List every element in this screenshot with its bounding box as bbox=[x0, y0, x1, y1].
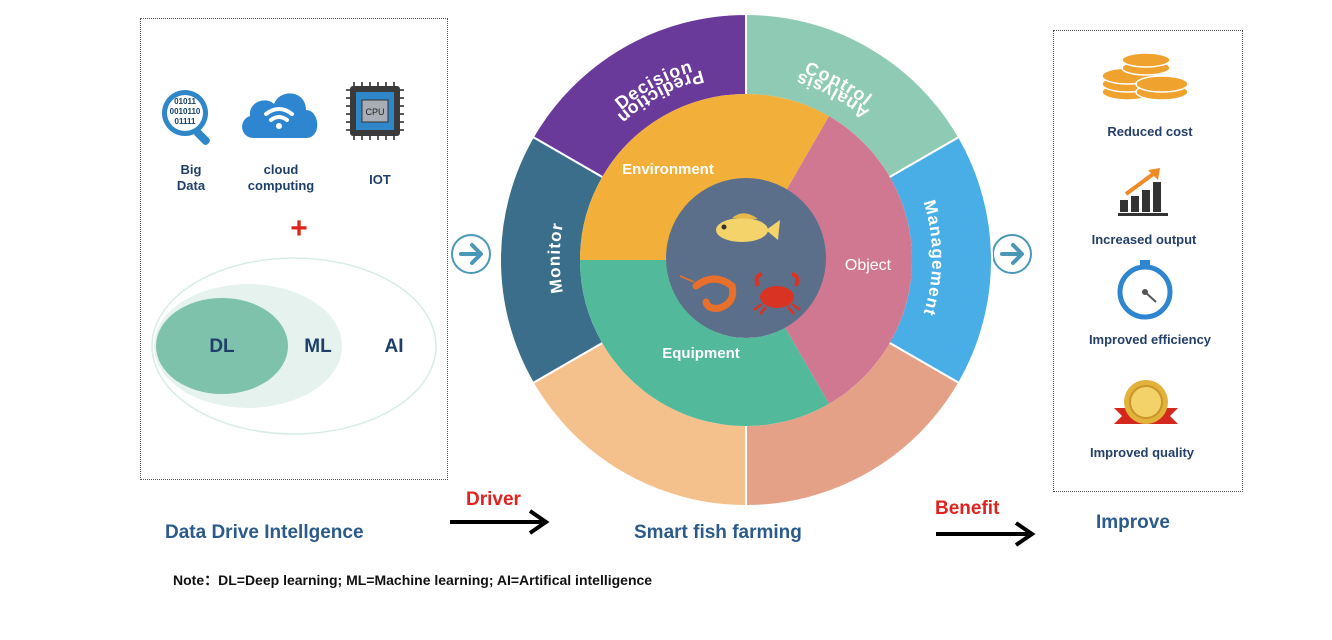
cpu-chip-icon: CPU bbox=[346, 82, 404, 140]
core-circle bbox=[666, 178, 826, 338]
inner-label-object: Object bbox=[845, 257, 892, 274]
smart-fish-farming-wheel: Decision Control Management Analysis Pre… bbox=[499, 12, 993, 508]
benefit-arrow-icon bbox=[936, 521, 1036, 547]
cloud-computing-label: cloud computing bbox=[247, 162, 315, 193]
outer-label-monitor: Monitor bbox=[545, 221, 567, 295]
outer-ring bbox=[499, 12, 993, 508]
driver-label: Driver bbox=[466, 489, 521, 510]
fish-icon bbox=[716, 213, 780, 242]
benefit-label: Benefit bbox=[935, 498, 1000, 519]
data-drive-panel bbox=[140, 18, 448, 480]
smart-fish-farming-caption: Smart fish farming bbox=[634, 522, 802, 543]
venn-ai-label: AI bbox=[384, 336, 404, 357]
crab-icon bbox=[753, 272, 801, 315]
shrimp-icon bbox=[679, 275, 737, 312]
svg-text:01011: 01011 bbox=[174, 97, 196, 106]
venn-dl-label: DL bbox=[209, 336, 235, 357]
dl-ml-ai-venn bbox=[151, 257, 437, 435]
coins-icon bbox=[1101, 52, 1189, 101]
bar-growth-icon bbox=[1118, 168, 1168, 216]
benefit-increased-output: Increased output bbox=[1091, 232, 1197, 247]
benefit-improved-efficiency: Improved efficiency bbox=[1088, 332, 1212, 347]
big-data-magnifier-icon: 01011 0010110 01111 bbox=[162, 90, 210, 145]
improve-caption: Improve bbox=[1096, 512, 1170, 533]
driver-arrow-icon bbox=[450, 509, 550, 535]
improve-panel bbox=[1053, 30, 1243, 492]
inner-label-equipment: Equipment bbox=[662, 345, 740, 362]
inner-segment-object bbox=[785, 116, 912, 404]
svg-text:01111: 01111 bbox=[175, 117, 196, 126]
cloud-wifi-icon bbox=[242, 93, 318, 138]
inner-label-environment: Environment bbox=[622, 161, 714, 178]
plus-symbol: + bbox=[290, 212, 308, 245]
benefit-reduced-cost: Reduced cost bbox=[1107, 124, 1193, 139]
data-drive-caption: Data Drive Intellgence bbox=[165, 522, 364, 543]
benefit-improved-quality: Improved quality bbox=[1089, 445, 1195, 460]
svg-text:CPU: CPU bbox=[365, 107, 384, 117]
inner-segment-equipment bbox=[580, 260, 829, 426]
award-seal-icon bbox=[1114, 380, 1178, 424]
left-arrow-circle-icon bbox=[451, 234, 491, 274]
svg-text:0010110: 0010110 bbox=[170, 107, 201, 116]
note-text: Note：DL=Deep learning; ML=Machine learni… bbox=[173, 572, 653, 588]
right-arrow-circle-icon bbox=[992, 234, 1032, 274]
venn-ml-label: ML bbox=[304, 336, 332, 357]
big-data-label: Big Data bbox=[176, 162, 206, 193]
iot-label: IOT bbox=[369, 172, 391, 187]
stopwatch-icon bbox=[1117, 260, 1173, 320]
inner-segment-environment bbox=[580, 94, 829, 261]
inner-ring bbox=[580, 94, 912, 426]
